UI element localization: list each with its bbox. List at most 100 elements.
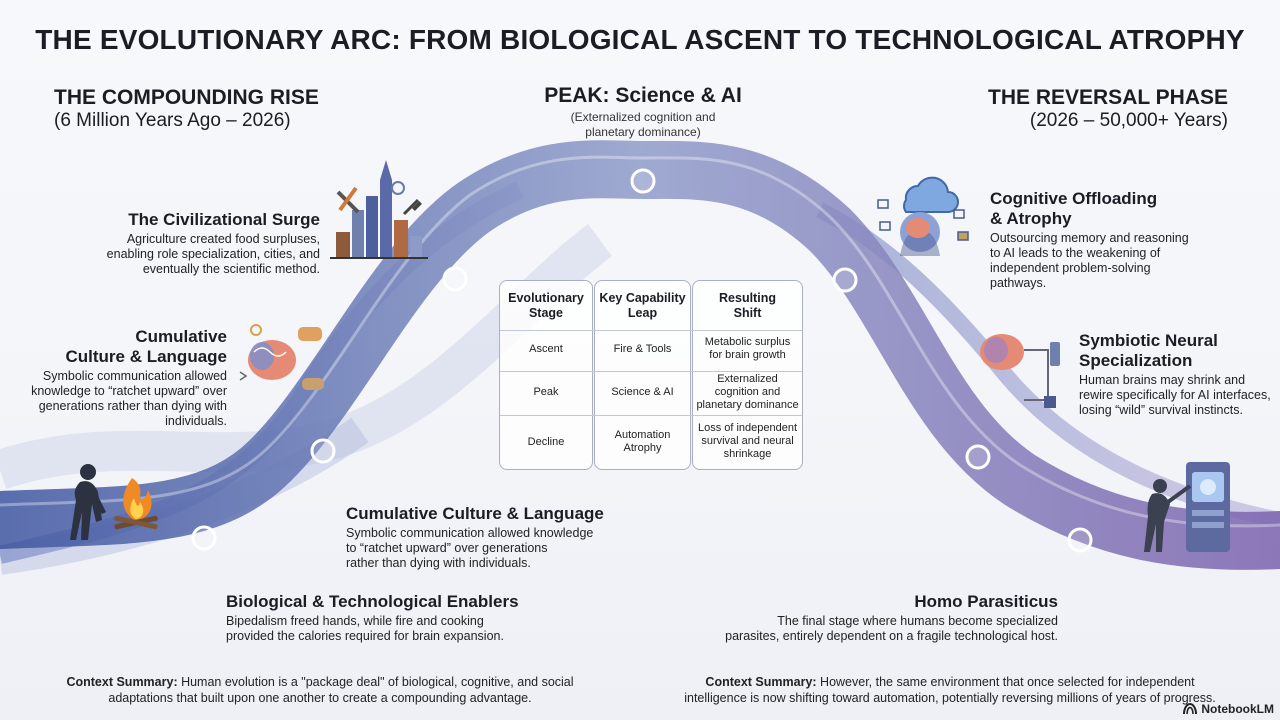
right-header-subtitle: (2026 – 50,000+ Years): [1029, 110, 1228, 131]
table-divider: [500, 371, 802, 372]
peak-title: PEAK: Science & AI: [544, 84, 742, 107]
table-cell: Externalized cognition and planetary dom…: [695, 373, 800, 412]
milestone-marker: [191, 525, 217, 551]
human-machine-icon: [1144, 462, 1230, 552]
table-cell: Automation Atrophy: [597, 429, 688, 455]
left-header: THE COMPOUNDING RISE (6 Million Years Ag…: [54, 86, 319, 132]
table-column-shift: Resulting Shift Metabolic surplus for br…: [692, 280, 803, 470]
section-title: Cumulative: [135, 327, 227, 346]
table-header-line: Shift: [733, 306, 762, 320]
context-text: adaptations that built upon one another …: [108, 691, 532, 705]
section-body-line: losing “wild” survival instincts.: [1079, 403, 1243, 417]
section-body-line: provided the calories required for brain…: [226, 629, 504, 643]
logo-text: NotebookLM: [1201, 702, 1274, 716]
section-title: The Civilizational Surge: [128, 210, 320, 229]
table-cell: Decline: [527, 436, 565, 448]
table-cell-line: cognition and: [714, 386, 781, 398]
notebooklm-logo: NotebookLM: [1183, 702, 1274, 716]
city-tools-icon: [330, 160, 428, 259]
table-cell: Science & AI: [611, 386, 674, 398]
section-body-line: Outsourcing memory and reasoning: [990, 231, 1189, 245]
campfire-icon: [114, 478, 158, 530]
context-text: intelligence is now shifting toward auto…: [684, 691, 1216, 705]
table-cell: Loss of independent survival and neural …: [695, 422, 800, 461]
section-cumulative-culture-center: Cumulative Culture & Language Symbolic c…: [346, 504, 616, 571]
table-column-leap: Key Capability Leap Fire & Tools Science…: [594, 280, 691, 470]
section-body-line: rather than dying with individuals.: [346, 556, 531, 570]
section-title: Biological & Technological Enablers: [226, 592, 519, 611]
table-column-stage: Evolutionary Stage Ascent Peak Decline: [499, 280, 593, 470]
table-cell: Fire & Tools: [613, 343, 672, 355]
table-cell-line: shrinkage: [723, 448, 772, 460]
section-body-line: independent problem-solving: [990, 261, 1151, 275]
section-body-line: Human brains may shrink and: [1079, 373, 1246, 387]
table-header-line: Evolutionary: [508, 291, 584, 305]
context-summary-right: Context Summary: However, the same envir…: [660, 674, 1240, 706]
section-body-line: generations rather than dying with: [38, 399, 227, 413]
table-header: Evolutionary Stage: [500, 291, 592, 321]
table-header-line: Leap: [627, 306, 658, 320]
table-divider: [500, 415, 802, 416]
section-body-line: to AI leads to the weakening of: [990, 246, 1161, 260]
table-cell-line: Metabolic surplus: [704, 336, 791, 348]
section-title: Homo Parasiticus: [914, 592, 1058, 611]
table-cell: Ascent: [529, 343, 563, 355]
section-body-line: Agriculture created food surpluses,: [126, 232, 320, 246]
table-cell: Peak: [533, 386, 559, 398]
milestone-marker: [630, 168, 656, 194]
table-header: Resulting Shift: [693, 291, 802, 321]
context-line-1: Context Summary: However, the same envir…: [660, 674, 1240, 690]
table-header-line: Key Capability: [599, 291, 686, 305]
section-title: Specialization: [1079, 351, 1193, 370]
section-title: Cognitive Offloading: [990, 189, 1158, 208]
table-cell-line: Loss of independent: [697, 422, 798, 434]
section-cognitive-offloading: Cognitive Offloading & Atrophy Outsourci…: [990, 189, 1210, 291]
section-homo-parasiticus: Homo Parasiticus The final stage where h…: [678, 592, 1058, 644]
section-body-line: individuals.: [165, 414, 227, 428]
context-line-1: Context Summary: Human evolution is a "p…: [40, 674, 600, 690]
left-header-title: THE COMPOUNDING RISE: [54, 86, 319, 109]
table-header-line: Resulting: [719, 291, 776, 305]
section-cumulative-culture-left: Cumulative Culture & Language Symbolic c…: [7, 327, 227, 429]
table-cell-line: Externalized: [717, 373, 778, 385]
notebook-logo-icon: [1183, 703, 1198, 715]
section-body-line: Symbolic communication allowed knowledge: [346, 526, 594, 540]
table-header: Key Capability Leap: [595, 291, 690, 321]
context-summary-left: Context Summary: Human evolution is a "p…: [40, 674, 600, 706]
table-cell-line: Automation: [614, 429, 671, 441]
section-enablers: Biological & Technological Enablers Bipe…: [226, 592, 546, 644]
section-body-line: eventually the scientific method.: [142, 262, 320, 276]
context-text: However, the same environment that once …: [816, 675, 1195, 689]
arc-highlight: [0, 155, 1280, 528]
section-title: Symbiotic Neural: [1079, 331, 1218, 350]
milestone-marker: [310, 438, 336, 464]
section-symbiotic-neural: Symbiotic Neural Specialization Human br…: [1079, 331, 1274, 418]
milestone-marker: [965, 444, 991, 470]
table-cell-line: for brain growth: [709, 349, 786, 361]
brain-interface-icon: [980, 334, 1060, 408]
milestone-marker: [832, 267, 858, 293]
context-label: Context Summary:: [705, 675, 817, 689]
peak-subtitle-1: (Externalized cognition and: [570, 110, 716, 124]
section-body-line: parasites, entirely dependent on a fragi…: [725, 629, 1058, 643]
section-body-line: The final stage where humans become spec…: [777, 614, 1058, 628]
section-body-line: knowledge to “ratchet upward” over: [31, 384, 227, 398]
table-cell-line: survival and neural: [701, 435, 794, 447]
table-cell: Metabolic surplus for brain growth: [695, 336, 800, 362]
brain-ideas-icon: [239, 324, 324, 390]
ape-figure-icon: [70, 464, 106, 540]
right-header-title: THE REVERSAL PHASE: [988, 86, 1228, 109]
section-title: & Atrophy: [990, 209, 1072, 228]
section-civilizational-surge: The Civilizational Surge Agriculture cre…: [80, 210, 320, 277]
left-header-subtitle: (6 Million Years Ago – 2026): [54, 110, 291, 131]
peak-subtitle-2: planetary dominance): [585, 125, 701, 139]
section-body-line: to “ratchet upward” over generations: [346, 541, 548, 555]
table-cell-line: planetary dominance: [696, 399, 799, 411]
cloud-brain-icon: [877, 176, 969, 256]
section-title: Cumulative Culture & Language: [346, 504, 604, 523]
section-body-line: pathways.: [990, 276, 1047, 290]
section-body-line: enabling role specialization, cities, an…: [106, 247, 320, 261]
table-divider: [500, 330, 802, 331]
section-body-line: rewire specifically for AI interfaces,: [1079, 388, 1271, 402]
peak-header: PEAK: Science & AI (Externalized cogniti…: [513, 84, 773, 140]
